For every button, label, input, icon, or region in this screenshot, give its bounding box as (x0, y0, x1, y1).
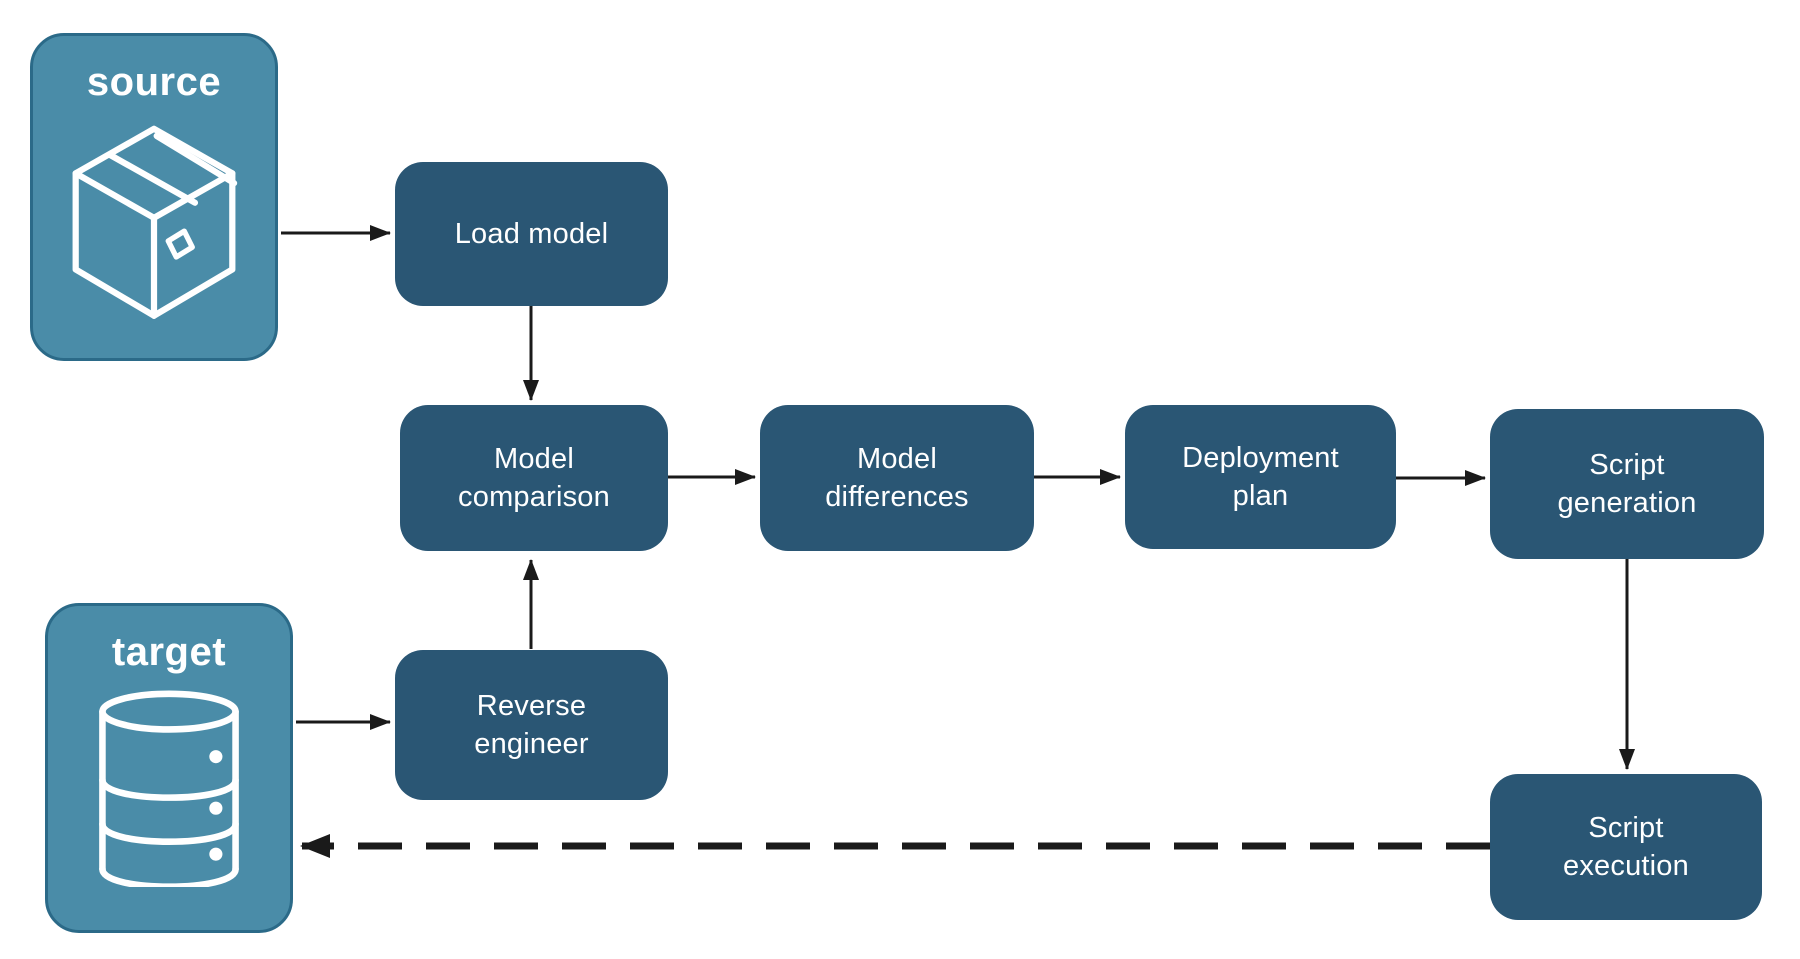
node-deployment-plan-label: Deployment plan (1182, 441, 1339, 512)
node-load-model: Load model (395, 162, 668, 306)
node-script-generation-label: Script generation (1557, 448, 1697, 519)
target-box: target (45, 603, 293, 933)
node-reverse-engineer-label: Reverse engineer (474, 689, 589, 760)
node-reverse-engineer: Reverse engineer (395, 650, 668, 800)
source-label: source (86, 60, 222, 104)
node-script-execution-label: Script execution (1563, 811, 1689, 882)
node-model-comparison-label: Model comparison (458, 442, 610, 513)
source-box: source (30, 33, 278, 361)
node-load-model-label: Load model (454, 217, 609, 250)
database-icon (99, 690, 239, 887)
package-icon (72, 125, 238, 319)
node-model-differences: Model differences (760, 405, 1034, 551)
node-model-differences-label: Model differences (825, 442, 969, 513)
node-deployment-plan: Deployment plan (1125, 405, 1396, 549)
node-script-generation: Script generation (1490, 409, 1764, 559)
target-label: target (111, 630, 227, 674)
node-script-execution: Script execution (1490, 774, 1762, 920)
node-model-comparison: Model comparison (400, 405, 668, 551)
